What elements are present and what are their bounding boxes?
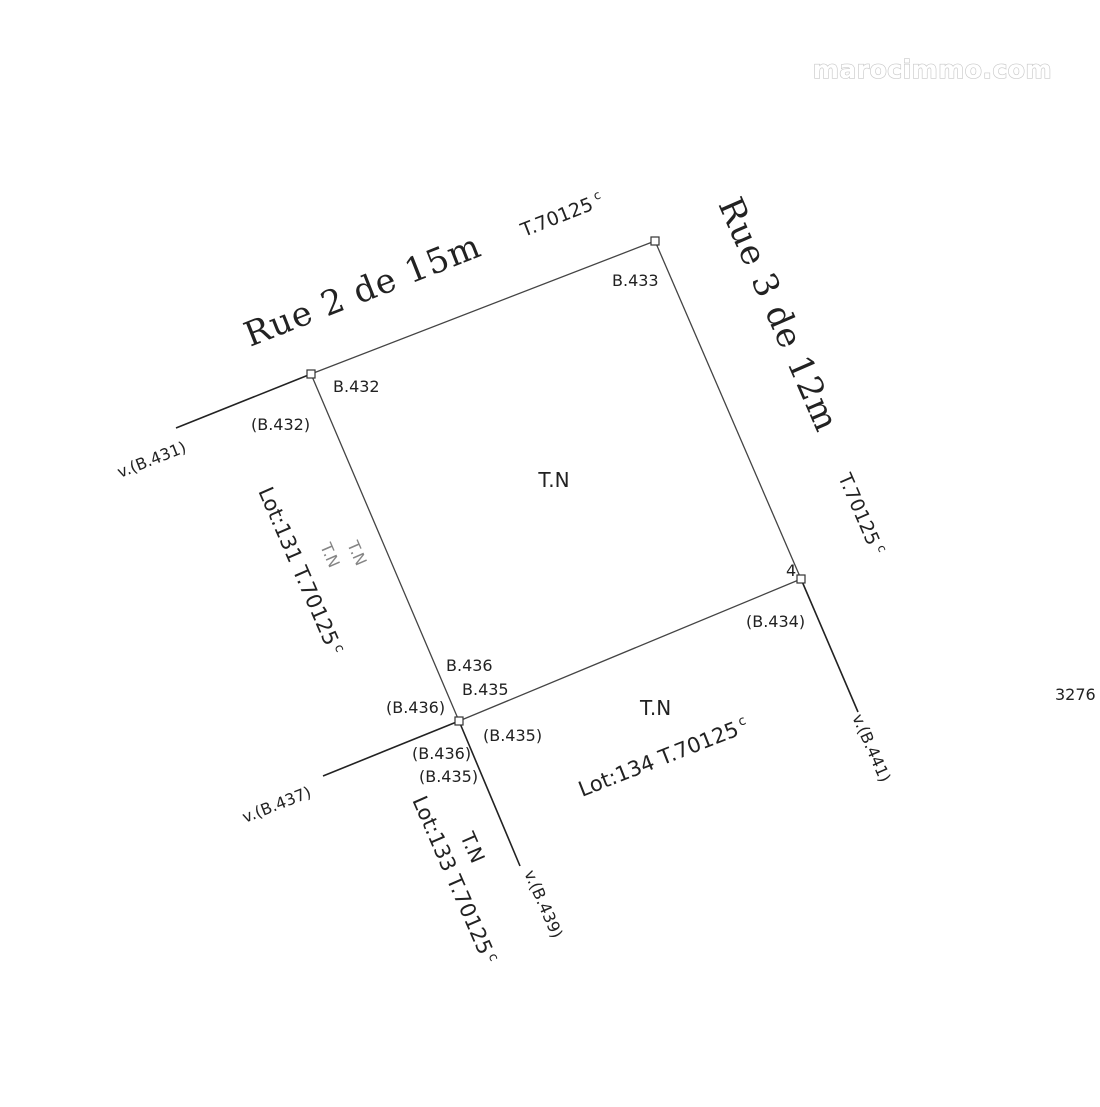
neighbor-lot-133-tn: T.N [455, 828, 490, 867]
parcel-label: T.N [537, 468, 569, 492]
neighbor-lot-134-label: Lot:134 T.70125 [575, 717, 742, 802]
parcel-boundary [310, 240, 802, 722]
extension-b437 [322, 720, 460, 777]
corner-label-b435-old: (B.435) [483, 726, 542, 745]
extension-lines [175, 373, 859, 867]
corner-marker-b433 [650, 236, 660, 246]
street-ref-north-suffix: c [591, 188, 602, 203]
corner-label-b434-short: 4 [786, 561, 796, 580]
corner-marker-b434 [796, 574, 806, 584]
extension-label-b441: v.(B.441) [848, 711, 894, 785]
neighbor-lot-133-label: Lot:133 T.70125 [407, 792, 497, 958]
street-ref-east: T.70125c [833, 469, 890, 559]
extension-label-b437: v.(B.437) [240, 783, 314, 827]
obscured-marks: T.N T.N [316, 537, 371, 570]
corner-label-b432-old: (B.432) [251, 415, 310, 434]
street-ref-east-suffix: c [874, 543, 889, 555]
corner-markers [306, 236, 806, 726]
street-name-east: Rue 3 de 12m [710, 192, 847, 438]
corner-label-b432: B.432 [333, 377, 380, 396]
corner-label-b436-old: (B.436) [386, 698, 445, 717]
corner-label-b433: B.433 [612, 271, 659, 290]
extension-label-b439: v.(B.439) [520, 867, 566, 941]
neighbor-lot-134: Lot:134 T.70125c [575, 713, 751, 801]
neighbor-lot-131: Lot:131 T.70125c [253, 483, 347, 658]
corner-label-b435: B.435 [462, 680, 509, 699]
corner-label-b435-old-2: (B.435) [419, 767, 478, 786]
neighbor-lot-131-suffix: c [331, 642, 348, 655]
extension-b441 [800, 578, 859, 713]
street-ref-north-number: T.70125 [517, 193, 597, 242]
obscured-mark-2: T.N [343, 537, 371, 568]
extension-b439 [458, 720, 521, 867]
obscured-mark-1: T.N [316, 539, 344, 570]
corner-label-b436: B.436 [446, 656, 493, 675]
corner-marker-b432 [306, 369, 316, 379]
boundary-west [310, 373, 460, 722]
corner-marker-b436 [454, 716, 464, 726]
corner-label-b436-old-2: (B.436) [412, 744, 471, 763]
street-ref-north: T.70125c [516, 188, 606, 242]
edge-number: 3276 [1055, 685, 1096, 704]
street-name-north: Rue 2 de 15m [239, 226, 487, 355]
neighbor-lot-134-tn: T.N [639, 696, 671, 720]
boundary-south [458, 578, 802, 722]
neighbor-lot-133: Lot:133 T.70125c [407, 792, 501, 967]
neighbor-lot-133-suffix: c [485, 951, 502, 964]
boundary-east [654, 240, 802, 580]
extension-b431 [175, 373, 312, 429]
corner-label-b434-old: (B.434) [746, 612, 805, 631]
street-ref-east-number: T.70125 [833, 469, 884, 548]
boundary-north [310, 240, 656, 375]
watermark: marocimmo.com [813, 55, 1052, 84]
neighbor-lot-134-suffix: c [736, 713, 748, 730]
extension-label-b431: v.(B.431) [115, 438, 189, 482]
